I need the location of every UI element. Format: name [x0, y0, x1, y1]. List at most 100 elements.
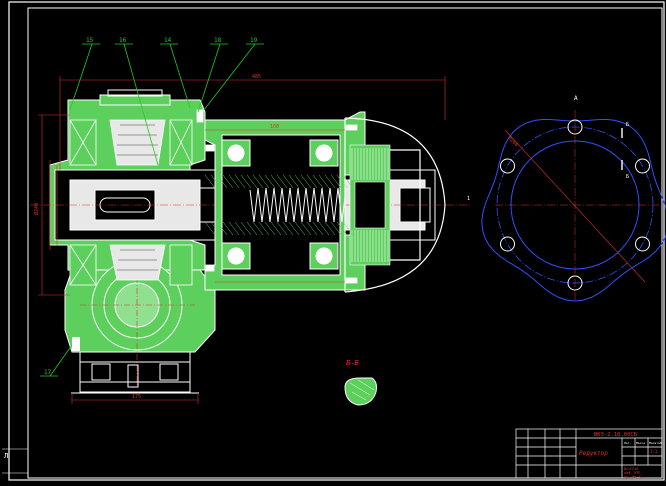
dim-overall-length: 485	[252, 74, 261, 80]
hatch-line	[282, 221, 294, 236]
org-line-2: каф. МТП	[624, 471, 640, 475]
callout-15: 15	[86, 37, 94, 44]
hatch-line	[294, 174, 306, 189]
scale-value: 1:1	[650, 449, 658, 454]
dimension-texts: 485 Ø240 175 160	[33, 74, 279, 400]
cut-letter-top: Б	[626, 122, 629, 128]
bolt-hole	[500, 158, 515, 174]
callout-17: 17	[44, 369, 52, 376]
hatch-line	[312, 221, 324, 236]
callout-18: 18	[214, 37, 222, 44]
hatch-line	[234, 221, 246, 236]
callout-14: 14	[164, 37, 172, 44]
section-hatching	[204, 174, 354, 236]
hatch-line	[240, 174, 252, 189]
bolt-hole	[635, 158, 650, 174]
hatch-line	[240, 221, 252, 236]
hatch-line	[342, 174, 354, 189]
hatch-line	[300, 174, 312, 189]
doc-code: ВКЭ-2.10.00СБ	[594, 432, 638, 438]
hatch-line	[276, 221, 288, 236]
scale-header: Масштаб	[649, 440, 662, 445]
corner-mark: Л	[4, 452, 8, 460]
gearbox-section-view	[30, 89, 470, 394]
hatch-line	[252, 174, 264, 189]
callout-19: 19	[250, 37, 258, 44]
hatch-line	[204, 174, 216, 189]
dim-left-height: Ø240	[33, 203, 40, 215]
hatch-line	[342, 221, 354, 236]
dimension-lines	[38, 76, 446, 404]
hatch-line	[222, 174, 234, 189]
drain-plug	[72, 337, 80, 351]
flange-diameter-line	[504, 129, 646, 283]
bolt-hole	[635, 236, 650, 252]
hatch-line	[216, 221, 228, 236]
dim-shaft-mid: 160	[270, 124, 279, 130]
hatch-line	[228, 221, 240, 236]
callout-leaders	[40, 43, 264, 377]
section-label: Б–Б	[346, 359, 359, 367]
hatch-line	[270, 174, 282, 189]
hatch-line	[252, 221, 264, 236]
bolt-hole	[500, 236, 515, 252]
lower-housing	[64, 255, 216, 385]
hatch-line	[288, 221, 300, 236]
hatch-line	[318, 221, 330, 236]
hatch-line	[312, 174, 324, 189]
friction-disc-pack	[349, 144, 391, 266]
axis-mark: 1	[467, 196, 470, 202]
left-bearings	[69, 119, 193, 286]
bevel-gears	[109, 119, 166, 281]
lit-header: Лит.	[624, 441, 631, 445]
hatch-line	[294, 221, 306, 236]
hatch-line	[324, 174, 336, 189]
callout-16: 16	[119, 37, 127, 44]
flange-outline	[481, 118, 666, 302]
hatch-line	[228, 174, 240, 189]
dim-flange-diameter: Ø260	[507, 135, 520, 149]
dim-bottom-width: 175	[132, 394, 141, 400]
hatch-line	[282, 174, 294, 189]
hatch-line	[330, 174, 342, 189]
hatch-line	[246, 221, 258, 236]
hatch-line	[258, 174, 270, 189]
hatch-line	[216, 174, 228, 189]
hatch-line	[336, 221, 348, 236]
hatch-line	[204, 221, 216, 236]
cut-letter-bottom: Б	[626, 174, 629, 180]
section-bb: Б–Б	[344, 359, 377, 406]
hatch-line	[288, 174, 300, 189]
hatch-line	[336, 174, 348, 189]
hatch-line	[222, 221, 234, 236]
flange-view: Ø260 А Б Б	[481, 95, 666, 302]
hatch-line	[234, 174, 246, 189]
hatch-line	[306, 174, 318, 189]
org-line-1: ВятГСХА	[624, 467, 638, 471]
hatch-line	[306, 221, 318, 236]
hatch-line	[270, 221, 282, 236]
clutch-housing	[204, 111, 366, 291]
title-block-text: ВКЭ-2.10.00СБ Редуктор Лит. Масса Масшта…	[579, 432, 662, 479]
hatch-line	[324, 221, 336, 236]
hatch-line	[300, 221, 312, 236]
hatch-line	[264, 174, 276, 189]
mass-header: Масса	[636, 441, 645, 445]
hatch-line	[318, 174, 330, 189]
view-letter: А	[574, 95, 578, 102]
hatch-line	[258, 221, 270, 236]
hatch-line	[210, 221, 222, 236]
housing-base	[71, 351, 199, 394]
hatch-line	[264, 221, 276, 236]
hatch-line	[210, 174, 222, 189]
hatch-line	[276, 174, 288, 189]
flange-bolts	[196, 109, 358, 284]
dome-cover	[344, 117, 446, 293]
hatch-line	[330, 221, 342, 236]
title-block	[515, 428, 663, 479]
drawing-title: Редуктор	[579, 450, 608, 457]
org-line-3: гр. Ин-41	[624, 475, 642, 479]
callout-numbers: 15 16 14 18 19 17	[44, 37, 258, 376]
